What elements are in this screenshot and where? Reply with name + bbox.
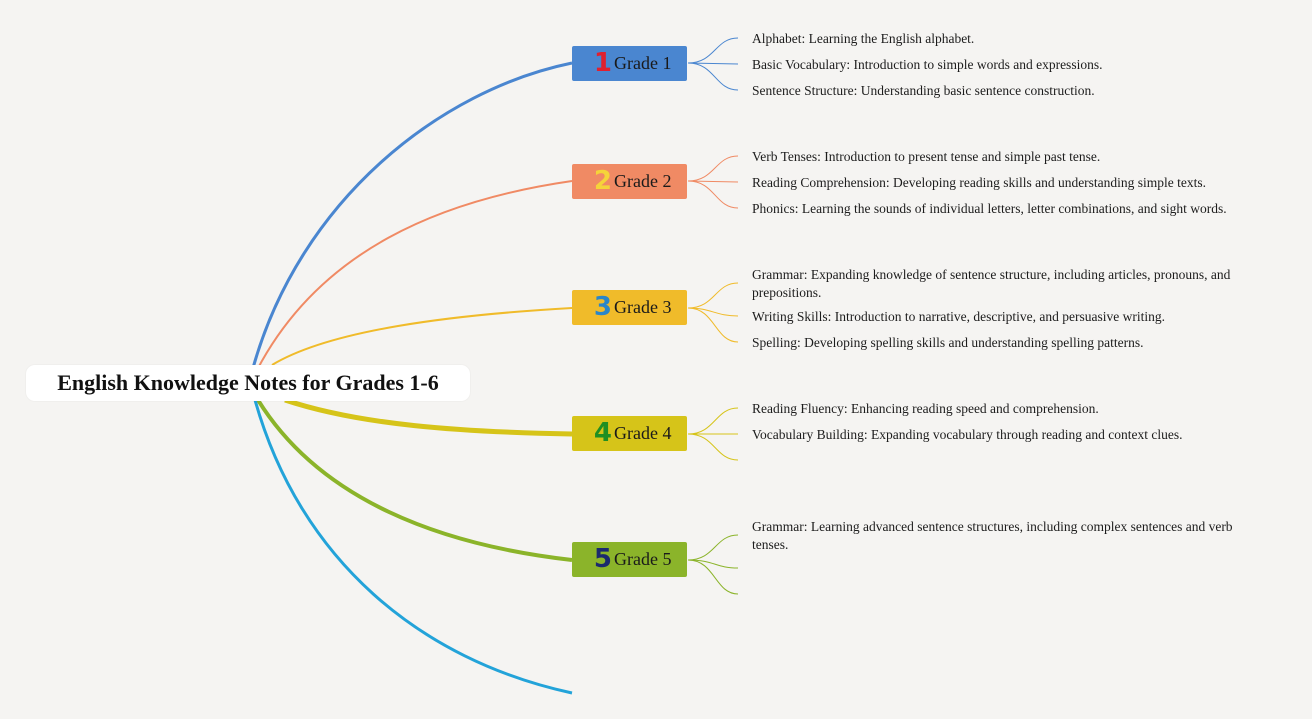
grade-2-node[interactable]: 2 Grade 2 <box>572 164 687 199</box>
grade-4-item-reading-fluency[interactable]: Reading Fluency: Enhancing reading speed… <box>752 401 1099 416</box>
leaf-connectors-grade-5 <box>687 534 739 595</box>
grade-4-node[interactable]: 4 Grade 4 <box>572 416 687 451</box>
root-title: English Knowledge Notes for Grades 1-6 <box>57 370 439 395</box>
leaf-connectors-grade-3 <box>687 282 739 343</box>
number-3-icon: 3 <box>593 292 612 322</box>
branch-grade-5 <box>256 398 573 562</box>
grade-4-label: Grade 4 <box>614 423 672 443</box>
branch-grade-3 <box>271 307 573 366</box>
grade-3-item-spelling[interactable]: Spelling: Developing spelling skills and… <box>752 335 1144 350</box>
root-topic[interactable]: English Knowledge Notes for Grades 1-6 <box>26 365 470 401</box>
grade-3-node[interactable]: 3 Grade 3 <box>572 290 687 325</box>
grade-2-label: Grade 2 <box>614 171 672 191</box>
number-1-icon: 1 <box>593 48 612 78</box>
leaf-connectors-grade-2 <box>687 155 739 209</box>
grade-3-item-writing-skills[interactable]: Writing Skills: Introduction to narrativ… <box>752 309 1165 324</box>
grade-1-item-alphabet[interactable]: Alphabet: Learning the English alphabet. <box>752 31 975 46</box>
grade-4-item-vocabulary-building[interactable]: Vocabulary Building: Expanding vocabular… <box>752 427 1183 442</box>
grade-1-item-sentence-structure[interactable]: Sentence Structure: Understanding basic … <box>752 83 1095 98</box>
branch-grade-6 <box>253 399 573 695</box>
grade-5-item-grammar[interactable]: Grammar: Learning advanced sentence stru… <box>752 519 1233 552</box>
leaf-connectors-grade-4 <box>687 407 739 461</box>
number-4-icon: 4 <box>593 418 612 448</box>
grade-3-label: Grade 3 <box>614 297 672 317</box>
grade-2-item-reading-comprehension[interactable]: Reading Comprehension: Developing readin… <box>752 175 1207 190</box>
grade-1-label: Grade 1 <box>614 53 672 73</box>
leaf-connectors-grade-1 <box>687 37 739 91</box>
grade-5-label: Grade 5 <box>614 549 672 569</box>
number-5-icon: 5 <box>593 544 612 574</box>
branch-grade-4 <box>284 397 573 437</box>
grade-1-item-basic-vocabulary[interactable]: Basic Vocabulary: Introduction to simple… <box>752 57 1103 72</box>
branch-grade-2 <box>256 180 573 371</box>
grade-3-item-grammar[interactable]: Grammar: Expanding knowledge of sentence… <box>752 267 1231 300</box>
grade-2-item-verb-tenses[interactable]: Verb Tenses: Introduction to present ten… <box>752 149 1101 164</box>
grade-2-item-phonics[interactable]: Phonics: Learning the sounds of individu… <box>752 201 1227 216</box>
number-2-icon: 2 <box>593 166 612 196</box>
grade-5-node[interactable]: 5 Grade 5 <box>572 542 687 577</box>
grade-1-node[interactable]: 1 Grade 1 <box>572 46 687 81</box>
branch-grade-1 <box>251 61 573 369</box>
